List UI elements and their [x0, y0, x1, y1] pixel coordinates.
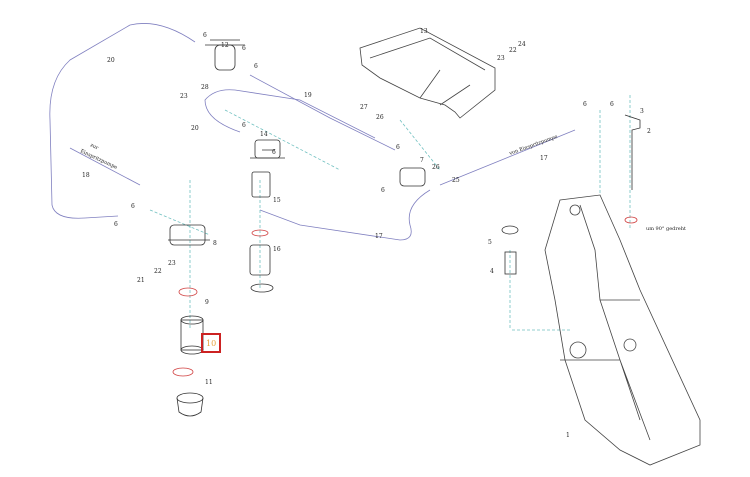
label-22a: 22 [509, 47, 517, 54]
sensor-3 [624, 114, 641, 190]
filter-12 [205, 39, 245, 71]
part-labels: 20 12 6 6 6 28 23 19 13 23 22 24 27 26 6… [82, 28, 651, 439]
label-8: 8 [213, 240, 217, 247]
fuel-line-20 [49, 23, 196, 219]
cap-5 [501, 225, 519, 235]
label-6f: 6 [272, 149, 276, 156]
bracket-13 [359, 27, 496, 119]
label-5: 5 [488, 239, 492, 246]
o-ring-11 [172, 367, 194, 377]
o-ring-15 [251, 229, 269, 237]
label-9: 9 [205, 299, 209, 306]
label-17a: 17 [540, 155, 548, 162]
label-27: 27 [360, 104, 368, 111]
cartridge-15 [251, 171, 271, 198]
bowl-16 [249, 244, 274, 293]
label-16: 16 [273, 246, 281, 253]
fuel-line-18 [69, 147, 141, 186]
note-from-injection-pump: von Einspritzpumpe [508, 134, 559, 157]
label-26b: 26 [432, 164, 440, 171]
label-6d: 6 [396, 144, 400, 151]
tube-4 [504, 251, 517, 275]
label-26a: 26 [376, 114, 384, 121]
label-6h: 6 [131, 203, 135, 210]
label-13: 13 [420, 28, 428, 35]
label-3: 3 [640, 108, 644, 115]
o-ring-2 [624, 216, 638, 224]
label-24: 24 [518, 41, 526, 48]
label-6g: 6 [381, 187, 385, 194]
label-6e: 6 [242, 122, 246, 129]
filter-7 [399, 167, 426, 187]
label-25: 25 [452, 177, 460, 184]
label-18: 18 [82, 172, 90, 179]
label-17b: 17 [375, 233, 383, 240]
label-11: 11 [205, 379, 213, 386]
label-22b: 22 [154, 268, 162, 275]
bowl-11 [176, 392, 204, 417]
label-6k: 6 [610, 101, 614, 108]
fuel-line-17 [439, 129, 576, 186]
label-23a: 23 [180, 93, 188, 100]
label-12: 12 [221, 42, 229, 49]
label-14: 14 [260, 131, 268, 138]
label-4: 4 [490, 268, 494, 275]
label-23b: 23 [497, 55, 505, 62]
fuel-line-19 [249, 74, 396, 151]
label-2: 2 [647, 128, 651, 135]
label-6b: 6 [242, 45, 246, 52]
label-21: 21 [137, 277, 145, 284]
label-6j: 6 [583, 101, 587, 108]
label-6i: 6 [114, 221, 118, 228]
filter-head-14 [250, 139, 285, 159]
label-6c: 6 [254, 63, 258, 70]
label-28: 28 [201, 84, 209, 91]
highlight-box-10 [201, 333, 221, 353]
label-1: 1 [566, 432, 570, 439]
label-23c: 23 [168, 260, 176, 267]
label-15: 15 [273, 197, 281, 204]
filter-head-8 [168, 224, 210, 246]
label-20b: 20 [191, 125, 199, 132]
note-turned-90: um 90° gedreht [646, 226, 686, 232]
note-to-injection-pump: Einspritzpumpe [79, 148, 118, 170]
note-zur: zur [89, 142, 100, 151]
fuel-line-20b [204, 89, 376, 139]
label-20a: 20 [107, 57, 115, 64]
filter-10 [180, 315, 204, 355]
label-6a: 6 [203, 32, 207, 39]
o-ring-9 [178, 287, 198, 297]
fuel-line-17b [259, 189, 431, 241]
label-19: 19 [304, 92, 312, 99]
frame-1 [544, 194, 701, 466]
label-10: 10 [206, 339, 216, 348]
label-7: 7 [420, 157, 424, 164]
